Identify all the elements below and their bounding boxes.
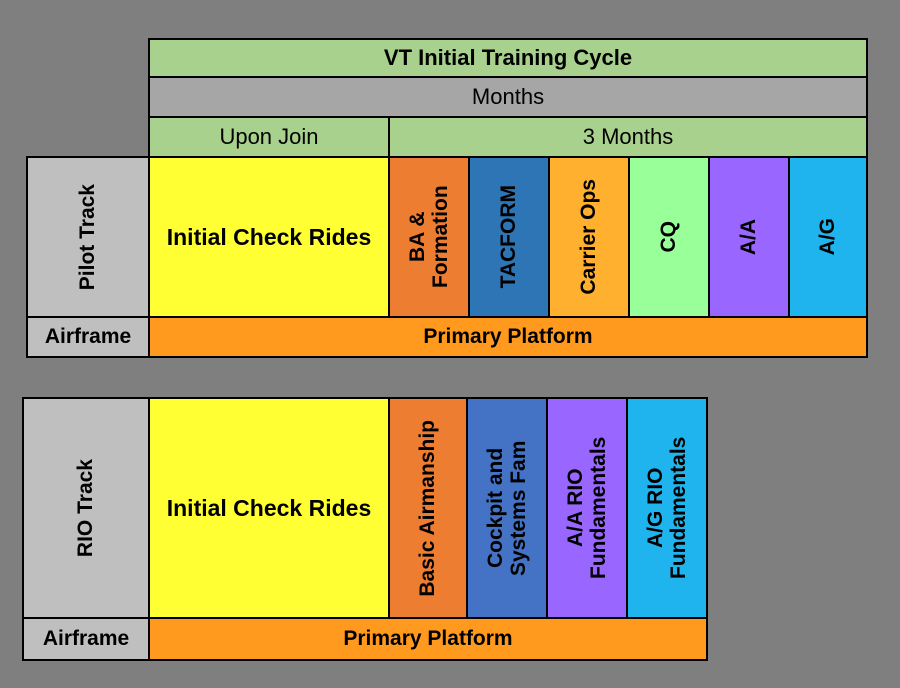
pilot-phase-carrier-ops: Carrier Ops bbox=[548, 156, 630, 318]
pilot-track-label: Pilot Track bbox=[26, 156, 150, 318]
rio-phase-text: Cockpit and Systems Fam bbox=[483, 440, 530, 576]
pilot-phase-cq: CQ bbox=[628, 156, 710, 318]
pilot-phase-aa: A/A bbox=[708, 156, 790, 318]
pilot-initial-check-rides: Initial Check Rides bbox=[148, 156, 390, 318]
pilot-phase-text: TACFORM bbox=[497, 185, 521, 289]
pilot-phase-text: BA & Formation bbox=[405, 185, 452, 289]
upon-join-header: Upon Join bbox=[148, 116, 390, 158]
pilot-phase-ag: A/G bbox=[788, 156, 868, 318]
rio-phase-text: A/A RIO Fundamentals bbox=[563, 436, 610, 580]
pilot-phase-ba-formation: BA & Formation bbox=[388, 156, 470, 318]
pilot-phase-text: CQ bbox=[657, 221, 681, 253]
pilot-primary-platform: Primary Platform bbox=[148, 316, 868, 358]
rio-phase-ag-fundamentals: A/G RIO Fundamentals bbox=[626, 397, 708, 619]
rio-track-label: RIO Track bbox=[22, 397, 150, 619]
three-months-header: 3 Months bbox=[388, 116, 868, 158]
rio-phase-cockpit-systems: Cockpit and Systems Fam bbox=[466, 397, 548, 619]
cycle-title: VT Initial Training Cycle bbox=[148, 38, 868, 78]
pilot-phase-text: A/G bbox=[816, 218, 840, 256]
pilot-airframe-label: Airframe bbox=[26, 316, 150, 358]
pilot-phase-text: Carrier Ops bbox=[577, 179, 601, 295]
rio-track-text: RIO Track bbox=[74, 458, 98, 558]
rio-phase-basic-airmanship: Basic Airmanship bbox=[388, 397, 468, 619]
pilot-track-text: Pilot Track bbox=[76, 183, 100, 291]
rio-airframe-label: Airframe bbox=[22, 617, 150, 661]
months-header: Months bbox=[148, 76, 868, 118]
rio-initial-check-rides: Initial Check Rides bbox=[148, 397, 390, 619]
pilot-phase-tacform: TACFORM bbox=[468, 156, 550, 318]
rio-phase-text: A/G RIO Fundamentals bbox=[643, 436, 690, 580]
rio-phase-aa-fundamentals: A/A RIO Fundamentals bbox=[546, 397, 628, 619]
pilot-phase-text: A/A bbox=[737, 218, 761, 256]
rio-phase-text: Basic Airmanship bbox=[416, 419, 440, 597]
rio-primary-platform: Primary Platform bbox=[148, 617, 708, 661]
